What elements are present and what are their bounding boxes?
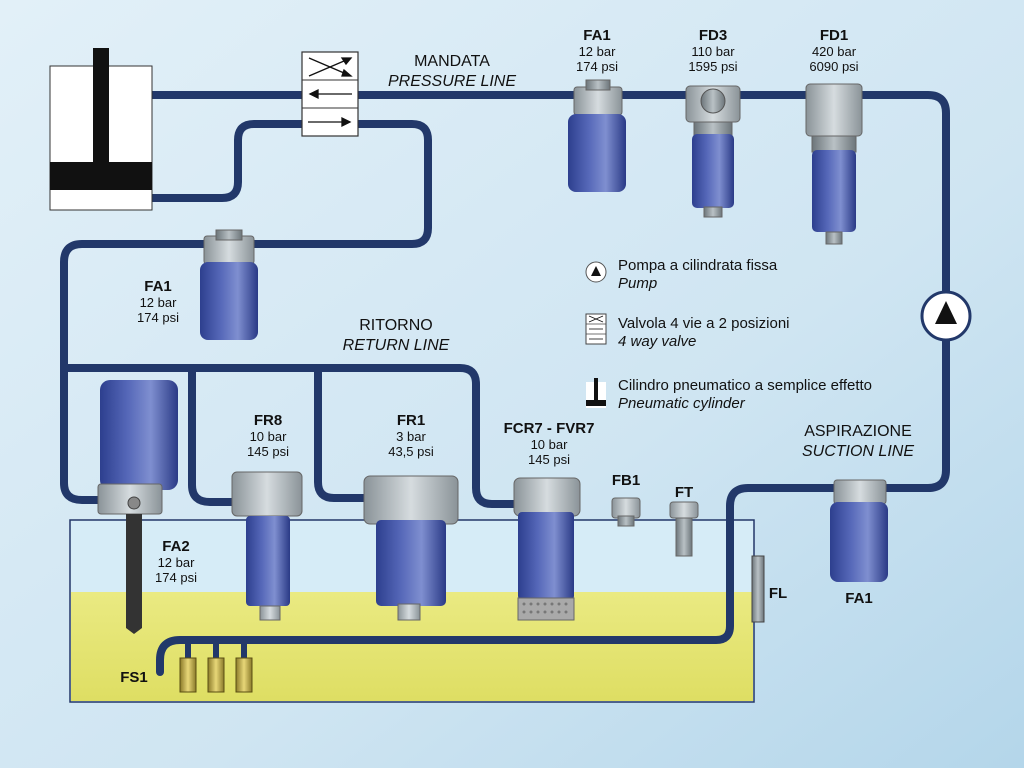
filter-fa1-cylinder <box>200 229 258 340</box>
fcr7-psi: 145 psi <box>528 452 570 467</box>
fr1-label: FR1 3 bar 43,5 psi <box>388 412 434 459</box>
fa1-pressure-label: FA1 12 bar 174 psi <box>576 27 618 74</box>
suction-line-title: ASPIRAZIONE <box>804 423 912 440</box>
breather-fb1 <box>611 497 641 527</box>
cylinder-line <box>60 120 432 487</box>
fa1-pressure-psi: 174 psi <box>576 59 618 74</box>
fd3-bar: 110 bar <box>691 44 735 59</box>
fs1-name: FS1 <box>120 669 148 686</box>
level-gauge-fl <box>751 555 765 623</box>
fb1-name: FB1 <box>612 472 640 489</box>
return-line <box>60 364 534 508</box>
legend-valve-it: Valvola 4 vie a 2 posizioni <box>618 315 790 332</box>
legend-valve-en: 4 way valve <box>618 333 696 350</box>
fa2-label: FA2 12 bar 174 psi <box>155 538 197 585</box>
legend-pump-it: Pompa a cilindrata fissa <box>618 257 778 274</box>
fcr7-name: FCR7 - FVR7 <box>504 420 595 437</box>
suction-line <box>156 336 950 676</box>
fa1-pressure-name: FA1 <box>583 27 611 44</box>
fa1-cylinder-psi: 174 psi <box>137 310 179 325</box>
filter-fr1 <box>363 475 459 621</box>
fcr7-bar: 10 bar <box>531 437 569 452</box>
legend-pump: Pompa a cilindrata fissa Pump <box>585 257 778 292</box>
legend-cylinder: Cilindro pneumatico a semplice effetto P… <box>586 377 872 412</box>
return-line-subtitle: RETURN LINE <box>343 337 450 354</box>
fd1-bar: 420 bar <box>812 44 857 59</box>
pneumatic-cylinder <box>49 48 153 211</box>
return-line-label: RITORNO RETURN LINE <box>343 317 450 354</box>
fa1-suction-name: FA1 <box>845 590 873 607</box>
filter-fa1-suction <box>830 479 888 582</box>
suction-line-label: ASPIRAZIONE SUCTION LINE <box>802 423 914 460</box>
pressure-line-label: MANDATA PRESSURE LINE <box>388 53 516 90</box>
filter-fd3 <box>685 85 741 218</box>
ft-name: FT <box>675 484 693 501</box>
fd3-label: FD3 110 bar 1595 psi <box>688 27 737 74</box>
filler-ft <box>669 501 699 557</box>
fr1-bar: 3 bar <box>396 429 426 444</box>
strainers-fs1 <box>179 657 253 693</box>
legend-valve: Valvola 4 vie a 2 posizioni 4 way valve <box>585 313 790 350</box>
filter-fr8 <box>231 471 303 621</box>
legend: Pompa a cilindrata fissa Pump Valvola 4 … <box>585 257 872 412</box>
fd3-name: FD3 <box>699 27 727 44</box>
fa1-cylinder-name: FA1 <box>144 278 172 295</box>
fr8-label: FR8 10 bar 145 psi <box>247 412 289 459</box>
pipes <box>60 91 950 676</box>
fa1-cylinder-bar: 12 bar <box>140 295 178 310</box>
fa1-pressure-bar: 12 bar <box>579 44 617 59</box>
fr1-name: FR1 <box>397 412 425 429</box>
fd1-label: FD1 420 bar 6090 psi <box>809 27 858 74</box>
fa2-psi: 174 psi <box>155 570 197 585</box>
four-way-valve <box>301 51 359 137</box>
fd1-psi: 6090 psi <box>809 59 858 74</box>
fr1-psi: 43,5 psi <box>388 444 434 459</box>
filter-fa2 <box>97 380 178 634</box>
fl-name: FL <box>769 585 787 602</box>
pump-symbol <box>920 290 972 342</box>
filter-fcr7-fvr7 <box>513 477 581 621</box>
legend-cylinder-en: Pneumatic cylinder <box>618 395 746 412</box>
cylinder-icon <box>586 378 606 408</box>
return-line-title: RITORNO <box>359 317 432 334</box>
suction-line-subtitle: SUCTION LINE <box>802 443 914 460</box>
legend-pump-en: Pump <box>618 275 657 292</box>
pressure-line <box>148 91 950 296</box>
fa2-name: FA2 <box>162 538 190 555</box>
fr8-bar: 10 bar <box>250 429 288 444</box>
fr8-psi: 145 psi <box>247 444 289 459</box>
fa1-cylinder-label: FA1 12 bar 174 psi <box>137 278 179 325</box>
fa2-bar: 12 bar <box>158 555 196 570</box>
filter-fa1-pressure <box>568 79 626 192</box>
valve-icon <box>585 313 607 345</box>
fcr7-label: FCR7 - FVR7 10 bar 145 psi <box>504 420 595 467</box>
fd3-psi: 1595 psi <box>688 59 737 74</box>
filter-fd1 <box>805 83 863 245</box>
pressure-line-subtitle: PRESSURE LINE <box>388 73 516 90</box>
fd1-name: FD1 <box>820 27 848 44</box>
legend-cylinder-it: Cilindro pneumatico a semplice effetto <box>618 377 872 394</box>
fr8-name: FR8 <box>254 412 282 429</box>
pressure-line-title: MANDATA <box>414 53 490 70</box>
